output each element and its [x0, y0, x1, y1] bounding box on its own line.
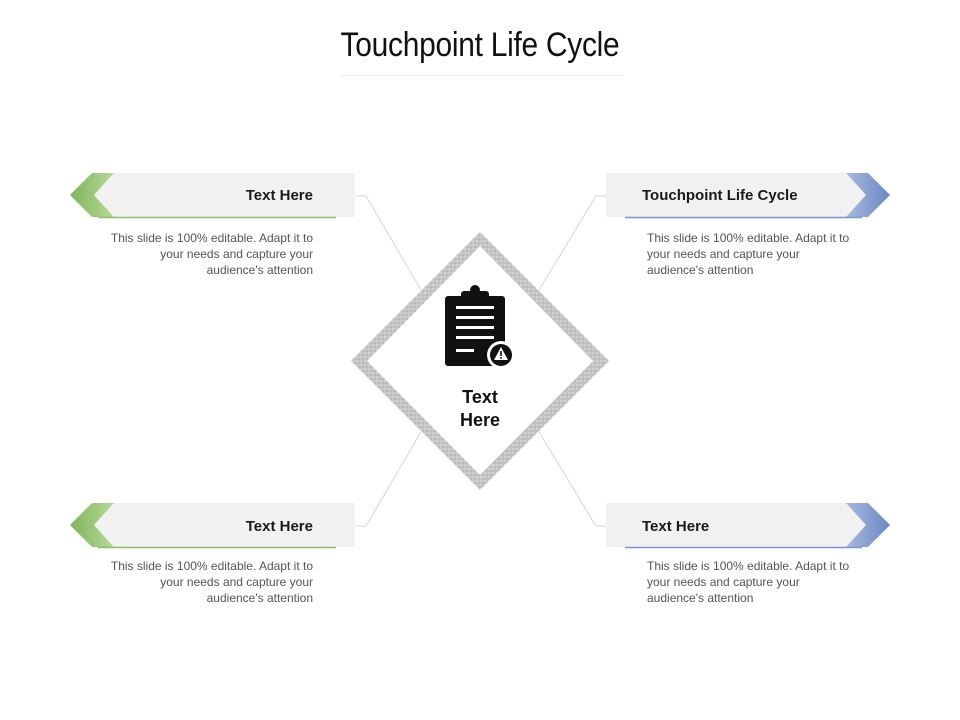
- description-line: audience's attention: [647, 263, 754, 277]
- description-line: your needs and capture your: [647, 247, 800, 261]
- center-label-line1: Text: [462, 387, 498, 407]
- banner-top-left: [70, 173, 355, 219]
- banner-bar-bottom-right: [606, 503, 866, 547]
- connector-bottom-left: [356, 431, 422, 527]
- title-underline: [340, 75, 622, 76]
- heading-bottom-left: Text Here: [245, 518, 313, 535]
- center-diamond: [351, 232, 609, 490]
- chevron-right-blue-bottom: [846, 503, 890, 547]
- banner-top-right: [606, 173, 890, 219]
- description-line: audience's attention: [206, 263, 313, 277]
- description-top-right: This slide is 100% editable. Adapt it to…: [647, 230, 887, 278]
- banner-bar-top-right: [606, 173, 866, 217]
- banner-bottom-left: [70, 503, 355, 549]
- description-bottom-right: This slide is 100% editable. Adapt it to…: [647, 558, 887, 606]
- chevron-left-green: [70, 173, 114, 217]
- clipboard-warning-icon: [445, 285, 515, 369]
- banner-bar-top-left: [94, 173, 355, 217]
- connector-lines: [356, 195, 606, 527]
- banner-bottom-right: [606, 503, 890, 549]
- banner-bar-bottom-left: [94, 503, 355, 547]
- description-line: This slide is 100% editable. Adapt it to: [110, 559, 313, 573]
- description-top-left: This slide is 100% editable. Adapt it to…: [73, 230, 313, 278]
- center-label: Text Here: [420, 386, 540, 432]
- description-bottom-left: This slide is 100% editable. Adapt it to…: [73, 558, 313, 606]
- connector-bottom-right: [538, 431, 606, 527]
- description-line: audience's attention: [206, 591, 313, 605]
- chevron-left-green-bottom: [70, 503, 114, 547]
- description-line: This slide is 100% editable. Adapt it to: [110, 231, 313, 245]
- connector-top-left: [356, 195, 422, 291]
- center-label-line2: Here: [459, 410, 501, 430]
- connector-top-right: [538, 195, 606, 291]
- heading-top-left: Text Here: [245, 187, 313, 204]
- slide-title: Touchpoint Life Cycle: [340, 26, 620, 64]
- description-line: This slide is 100% editable. Adapt it to: [647, 231, 850, 245]
- heading-top-right: Touchpoint Life Cycle: [642, 187, 798, 204]
- description-line: audience's attention: [647, 591, 754, 605]
- description-line: your needs and capture your: [160, 247, 313, 261]
- description-line: your needs and capture your: [647, 575, 800, 589]
- heading-bottom-right: Text Here: [642, 518, 710, 535]
- description-line: This slide is 100% editable. Adapt it to: [647, 559, 850, 573]
- chevron-right-blue: [846, 173, 890, 217]
- description-line: your needs and capture your: [160, 575, 313, 589]
